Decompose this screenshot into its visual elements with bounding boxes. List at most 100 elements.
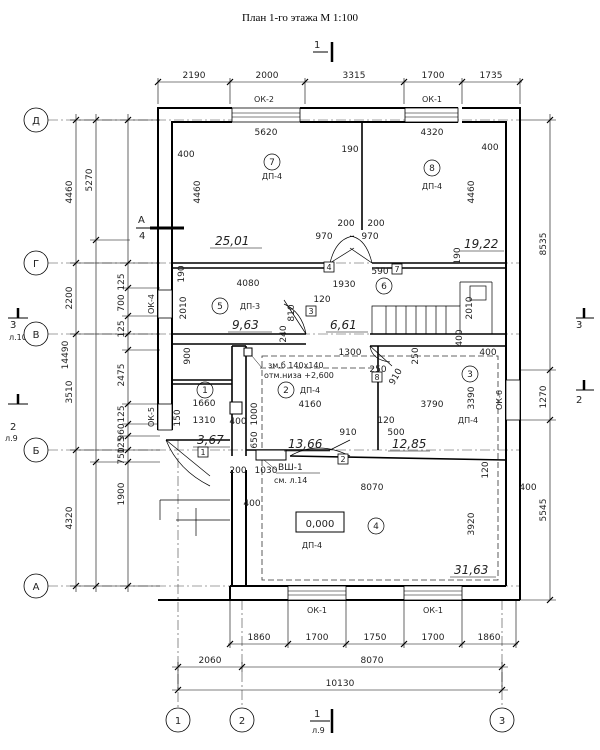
svg-text:190: 190 (177, 265, 187, 282)
svg-text:отм.низа +2,600: отм.низа +2,600 (264, 371, 334, 380)
svg-text:2190: 2190 (183, 71, 206, 81)
svg-text:2060: 2060 (199, 656, 222, 666)
room-4: 4 ДП-4 31,63 (302, 517, 496, 578)
svg-text:ОК-6: ОК-6 (495, 390, 504, 410)
svg-text:9,63: 9,63 (232, 318, 259, 332)
svg-text:650: 650 (250, 431, 260, 448)
svg-text:1: 1 (175, 716, 181, 727)
section-mark-top-1: 1 (313, 40, 334, 62)
svg-text:л.10: л.10 (9, 333, 27, 342)
svg-text:1750: 1750 (364, 633, 387, 643)
axis-bubble-3: 3 (489, 707, 515, 733)
room-6: 6 6,61 (326, 277, 393, 333)
svg-text:8: 8 (429, 164, 435, 174)
svg-text:3315: 3315 (343, 71, 366, 81)
svg-text:л.9: л.9 (312, 726, 325, 735)
svg-text:3920: 3920 (467, 512, 477, 535)
svg-text:120: 120 (313, 295, 330, 305)
section-mark-left-3: 3 л.10 (8, 308, 28, 342)
columns (229, 347, 287, 461)
svg-text:1660: 1660 (193, 399, 216, 409)
svg-text:3: 3 (576, 320, 582, 331)
axis-bubble-d: Д (23, 107, 49, 133)
svg-text:910: 910 (388, 367, 405, 387)
svg-text:13,66: 13,66 (288, 437, 323, 451)
svg-text:1930: 1930 (333, 280, 356, 290)
svg-text:ОК-1: ОК-1 (422, 95, 442, 104)
svg-text:2000: 2000 (256, 71, 279, 81)
svg-text:3510: 3510 (65, 380, 75, 403)
svg-text:ОК-4: ОК-4 (147, 294, 156, 314)
svg-text:19,22: 19,22 (464, 237, 498, 251)
svg-text:1310: 1310 (193, 416, 216, 426)
svg-text:1: 1 (314, 709, 320, 720)
beam-note: зм.б 140х140 отм.низа +2,600 (251, 355, 334, 380)
svg-text:В: В (33, 330, 40, 341)
axis-bubble-b: Б (23, 437, 49, 463)
window-ok2-top: ОК-2 (231, 95, 301, 123)
svg-text:400: 400 (177, 150, 194, 160)
axis-bubble-a: А (23, 573, 49, 599)
section-mark-a4: А 4 (136, 215, 184, 242)
svg-text:8535: 8535 (539, 233, 549, 256)
svg-text:5620: 5620 (255, 128, 278, 138)
svg-text:1860: 1860 (478, 633, 501, 643)
svg-text:зм.б 140х140: зм.б 140х140 (268, 361, 324, 370)
svg-text:4460: 4460 (65, 180, 75, 203)
svg-text:ДП-4: ДП-4 (458, 416, 478, 425)
svg-text:А: А (138, 215, 145, 226)
svg-text:14490: 14490 (61, 340, 71, 369)
svg-text:3: 3 (308, 307, 313, 316)
svg-text:1700: 1700 (422, 633, 445, 643)
svg-text:5545: 5545 (539, 499, 549, 522)
svg-text:4320: 4320 (421, 128, 444, 138)
svg-text:2: 2 (340, 455, 345, 464)
svg-text:31,63: 31,63 (454, 563, 488, 577)
svg-text:200: 200 (229, 466, 246, 476)
svg-text:3: 3 (467, 370, 473, 380)
svg-text:500: 500 (387, 428, 404, 438)
markers: 4 7 3 8 1 2 (197, 261, 403, 465)
svg-text:3790: 3790 (421, 400, 444, 410)
svg-text:ДП-4: ДП-4 (422, 182, 442, 191)
window-ok1-top: ОК-1 (404, 95, 459, 123)
svg-text:2010: 2010 (465, 296, 475, 319)
svg-text:8070: 8070 (361, 656, 384, 666)
svg-text:3: 3 (10, 320, 16, 331)
svg-text:120: 120 (481, 461, 491, 478)
svg-text:960: 960 (117, 423, 127, 440)
svg-text:590: 590 (371, 267, 388, 277)
svg-text:125: 125 (117, 320, 127, 337)
svg-text:150: 150 (173, 409, 183, 426)
svg-text:А: А (33, 582, 40, 593)
svg-text:750: 750 (117, 447, 127, 464)
svg-text:0,000: 0,000 (306, 519, 335, 530)
svg-text:4320: 4320 (65, 506, 75, 529)
svg-text:л.9: л.9 (5, 434, 18, 443)
axis-bubble-1: 1 (165, 707, 191, 733)
svg-text:1860: 1860 (248, 633, 271, 643)
svg-text:2: 2 (576, 395, 582, 406)
right-dimensions: 8535 1270 5545 (539, 233, 549, 522)
svg-text:970: 970 (315, 232, 332, 242)
room-2: 2 ДП-4 13,66 (277, 381, 330, 452)
svg-text:125: 125 (117, 405, 127, 422)
vsh-note: ВШ-1 см. л.14 (263, 459, 320, 485)
svg-text:1300: 1300 (339, 348, 362, 358)
svg-text:900: 900 (183, 347, 193, 364)
svg-text:1900: 1900 (117, 482, 127, 505)
svg-text:4460: 4460 (193, 180, 203, 203)
room-3: 3 ДП-4 12,85 (388, 365, 479, 452)
svg-text:120: 120 (377, 416, 394, 426)
svg-text:4160: 4160 (299, 400, 322, 410)
inner-walls (166, 122, 507, 461)
svg-text:Б: Б (33, 446, 40, 457)
svg-text:ОК-1: ОК-1 (307, 606, 327, 615)
room-7: 7 ДП-4 25,01 (210, 153, 282, 249)
svg-text:190: 190 (453, 247, 463, 264)
svg-text:Г: Г (33, 259, 39, 270)
svg-text:4: 4 (373, 522, 379, 532)
svg-text:240: 240 (279, 325, 289, 342)
svg-text:1000: 1000 (250, 402, 260, 425)
bottom-dimensions: 1860 1700 1750 1700 1860 2060 8070 10130 (199, 633, 501, 689)
